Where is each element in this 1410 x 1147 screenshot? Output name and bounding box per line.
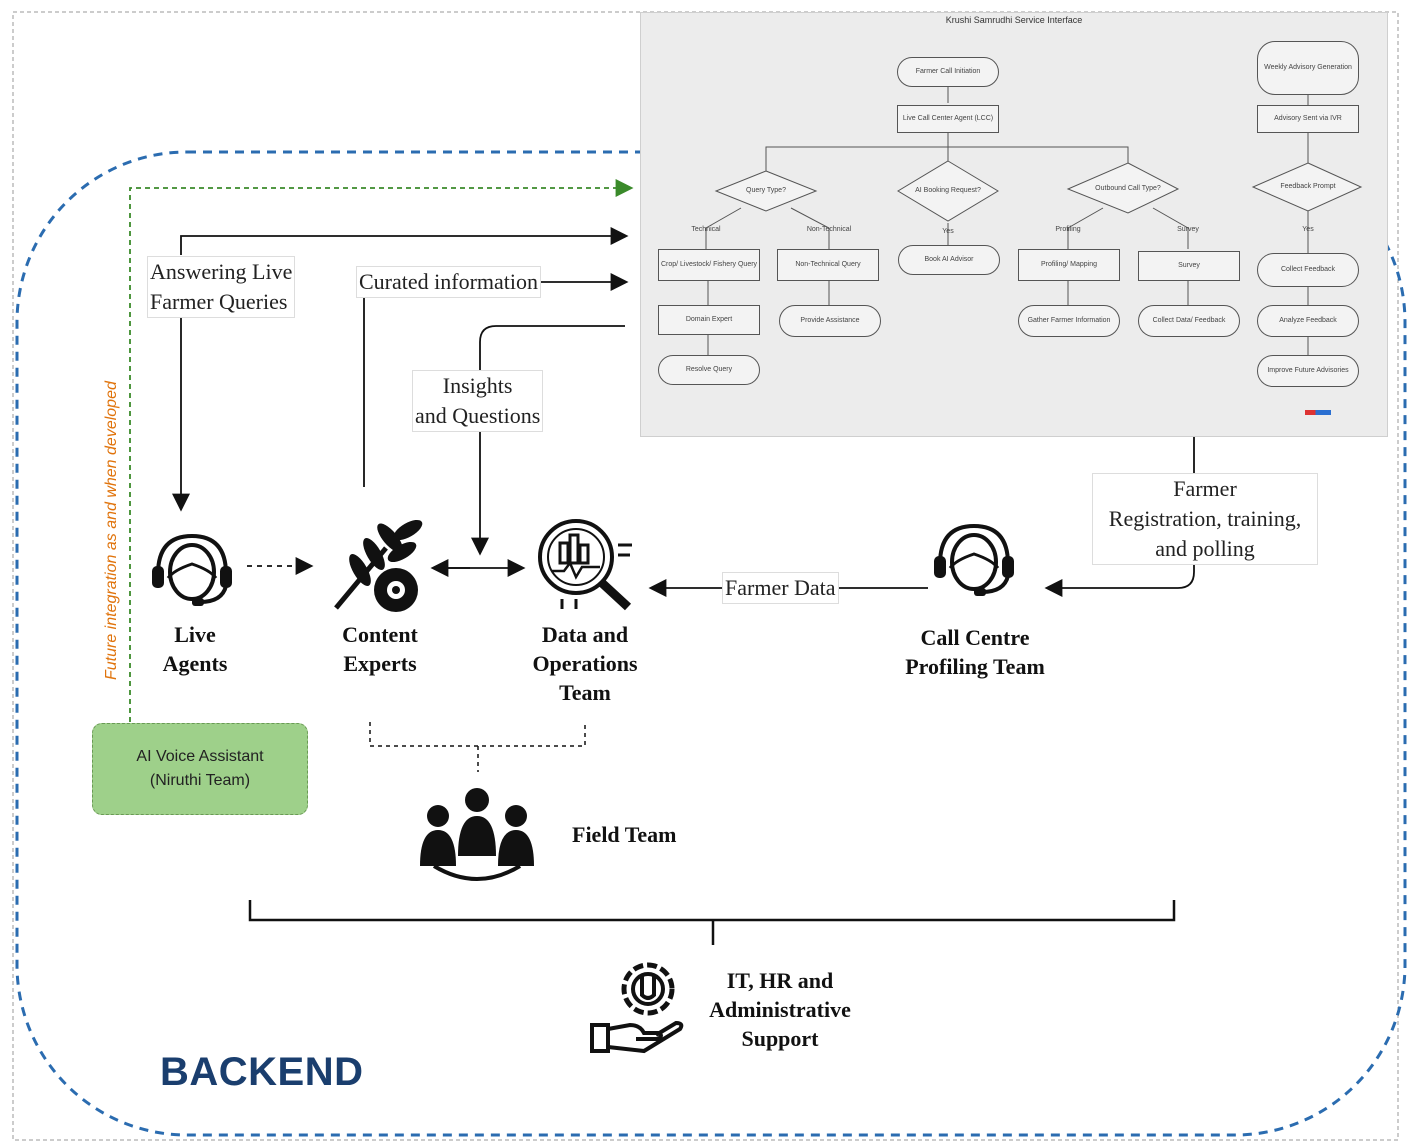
group-people-icon xyxy=(420,788,534,881)
live-agents-line2: Agents xyxy=(162,651,228,676)
data-ops-line1: Data and xyxy=(541,622,629,647)
backend-title: BACKEND xyxy=(160,1050,364,1094)
flowchart-lines xyxy=(705,83,1363,355)
call-centre-line1: Call Centre xyxy=(920,625,1030,650)
node-profiling: Profiling/ Mapping xyxy=(1018,249,1120,281)
node-nontech-query: Non-Technical Query xyxy=(777,249,879,281)
ai-voice-assistant-box: AI Voice Assistant (Niruthi Team) xyxy=(92,723,308,815)
registration-line1: Farmer xyxy=(1173,476,1237,501)
data-ops-line3: Team xyxy=(559,680,611,705)
curated-information-label: Curated information xyxy=(356,266,542,298)
node-book-ai: Book AI Advisor xyxy=(898,245,1000,275)
answering-arrow-up xyxy=(180,227,629,255)
node-survey: Survey xyxy=(1138,251,1240,281)
support-line2: Administrative xyxy=(709,997,851,1022)
node-collect-data: Collect Data/ Feedback xyxy=(1138,305,1240,337)
node-resolve-query: Resolve Query xyxy=(658,355,760,385)
call-centre-label: Call Centre Profiling Team xyxy=(880,623,1070,681)
node-improve-advisories: Improve Future Advisories xyxy=(1257,355,1359,387)
node-farmer-call: Farmer Call Initiation xyxy=(897,57,999,87)
live-agents-label: Live Agents xyxy=(135,620,255,678)
registration-line3: and polling xyxy=(1155,536,1255,561)
answering-queries-label: Answering Live Farmer Queries xyxy=(147,256,296,318)
ai-box-line2: (Niruthi Team) xyxy=(149,772,251,789)
node-crop-query: Crop/ Livestock/ Fishery Query xyxy=(658,249,760,281)
registration-line2: Registration, training, xyxy=(1108,506,1302,531)
registration-label: Farmer Registration, training, and polli… xyxy=(1092,473,1318,565)
backend-boundary xyxy=(15,150,1407,1137)
live-agents-line1: Live xyxy=(174,622,216,647)
node-query-type: Query Type? xyxy=(746,187,786,194)
node-weekly-advisory: Weekly Advisory Generation xyxy=(1257,41,1359,95)
edge-yes-1: Yes xyxy=(942,228,954,235)
node-analyze-feedback: Analyze Feedback xyxy=(1257,305,1359,337)
support-line3: Support xyxy=(741,1026,819,1051)
insights-line1: Insights xyxy=(442,373,513,398)
insights-line2: and Questions xyxy=(415,403,541,428)
node-advisory-ivr: Advisory Sent via IVR xyxy=(1257,105,1359,133)
data-analysis-icon xyxy=(538,519,632,611)
support-line1: IT, HR and xyxy=(726,968,834,993)
support-bracket xyxy=(248,900,1176,922)
edge-survey: Survey xyxy=(1177,226,1199,233)
farmer-data-label: Farmer Data xyxy=(722,572,839,604)
node-lcc-agent: Live Call Center Agent (LCC) xyxy=(897,105,999,133)
future-integration-note: Future integration as and when developed xyxy=(103,381,120,680)
brand-mark xyxy=(1305,410,1331,415)
node-outbound-type: Outbound Call Type? xyxy=(1095,185,1161,192)
support-label: IT, HR and Administrative Support xyxy=(695,966,865,1053)
outer-frame xyxy=(12,11,1399,1141)
field-team-label: Field Team xyxy=(572,822,677,847)
edge-non-technical: Non-Technical xyxy=(806,226,852,233)
edge-profiling: Profiling xyxy=(1055,226,1081,233)
content-experts-line2: Experts xyxy=(343,651,417,676)
headset-agent-icon xyxy=(934,523,1014,596)
node-provide-assistance: Provide Assistance xyxy=(779,305,881,337)
answering-line1: Answering Live xyxy=(150,259,293,284)
leaf-gear-icon xyxy=(334,519,423,612)
service-interface-screenshot: Krushi Samrudhi Service Interface xyxy=(640,12,1388,437)
gear-hand-icon xyxy=(590,962,684,1054)
answering-line2: Farmer Queries xyxy=(150,289,288,314)
future-integration-arrow xyxy=(129,179,634,722)
call-centre-line2: Profiling Team xyxy=(905,654,1045,679)
flowchart-title: Krushi Samrudhi Service Interface xyxy=(945,15,1083,25)
field-bracket xyxy=(369,722,586,747)
data-ops-label: Data and Operations Team xyxy=(510,620,660,707)
node-feedback-prompt: Feedback Prompt xyxy=(1280,183,1336,190)
node-domain-expert: Domain Expert xyxy=(658,305,760,335)
ai-box-line1: AI Voice Assistant xyxy=(136,748,264,765)
edge-yes-2: Yes xyxy=(1302,226,1314,233)
node-ai-booking: AI Booking Request? xyxy=(915,187,981,194)
insights-questions-label: Insights and Questions xyxy=(412,370,544,432)
headset-agent-icon xyxy=(152,533,232,606)
edge-technical: Technical xyxy=(691,226,721,233)
content-experts-label: Content Experts xyxy=(320,620,440,678)
insights-arrow-top xyxy=(479,325,625,372)
node-collect-feedback: Collect Feedback xyxy=(1257,253,1359,287)
node-gather-info: Gather Farmer Information xyxy=(1018,305,1120,337)
registration-arrow xyxy=(1044,436,1195,597)
content-experts-line1: Content xyxy=(342,622,418,647)
data-ops-line2: Operations xyxy=(532,651,638,676)
